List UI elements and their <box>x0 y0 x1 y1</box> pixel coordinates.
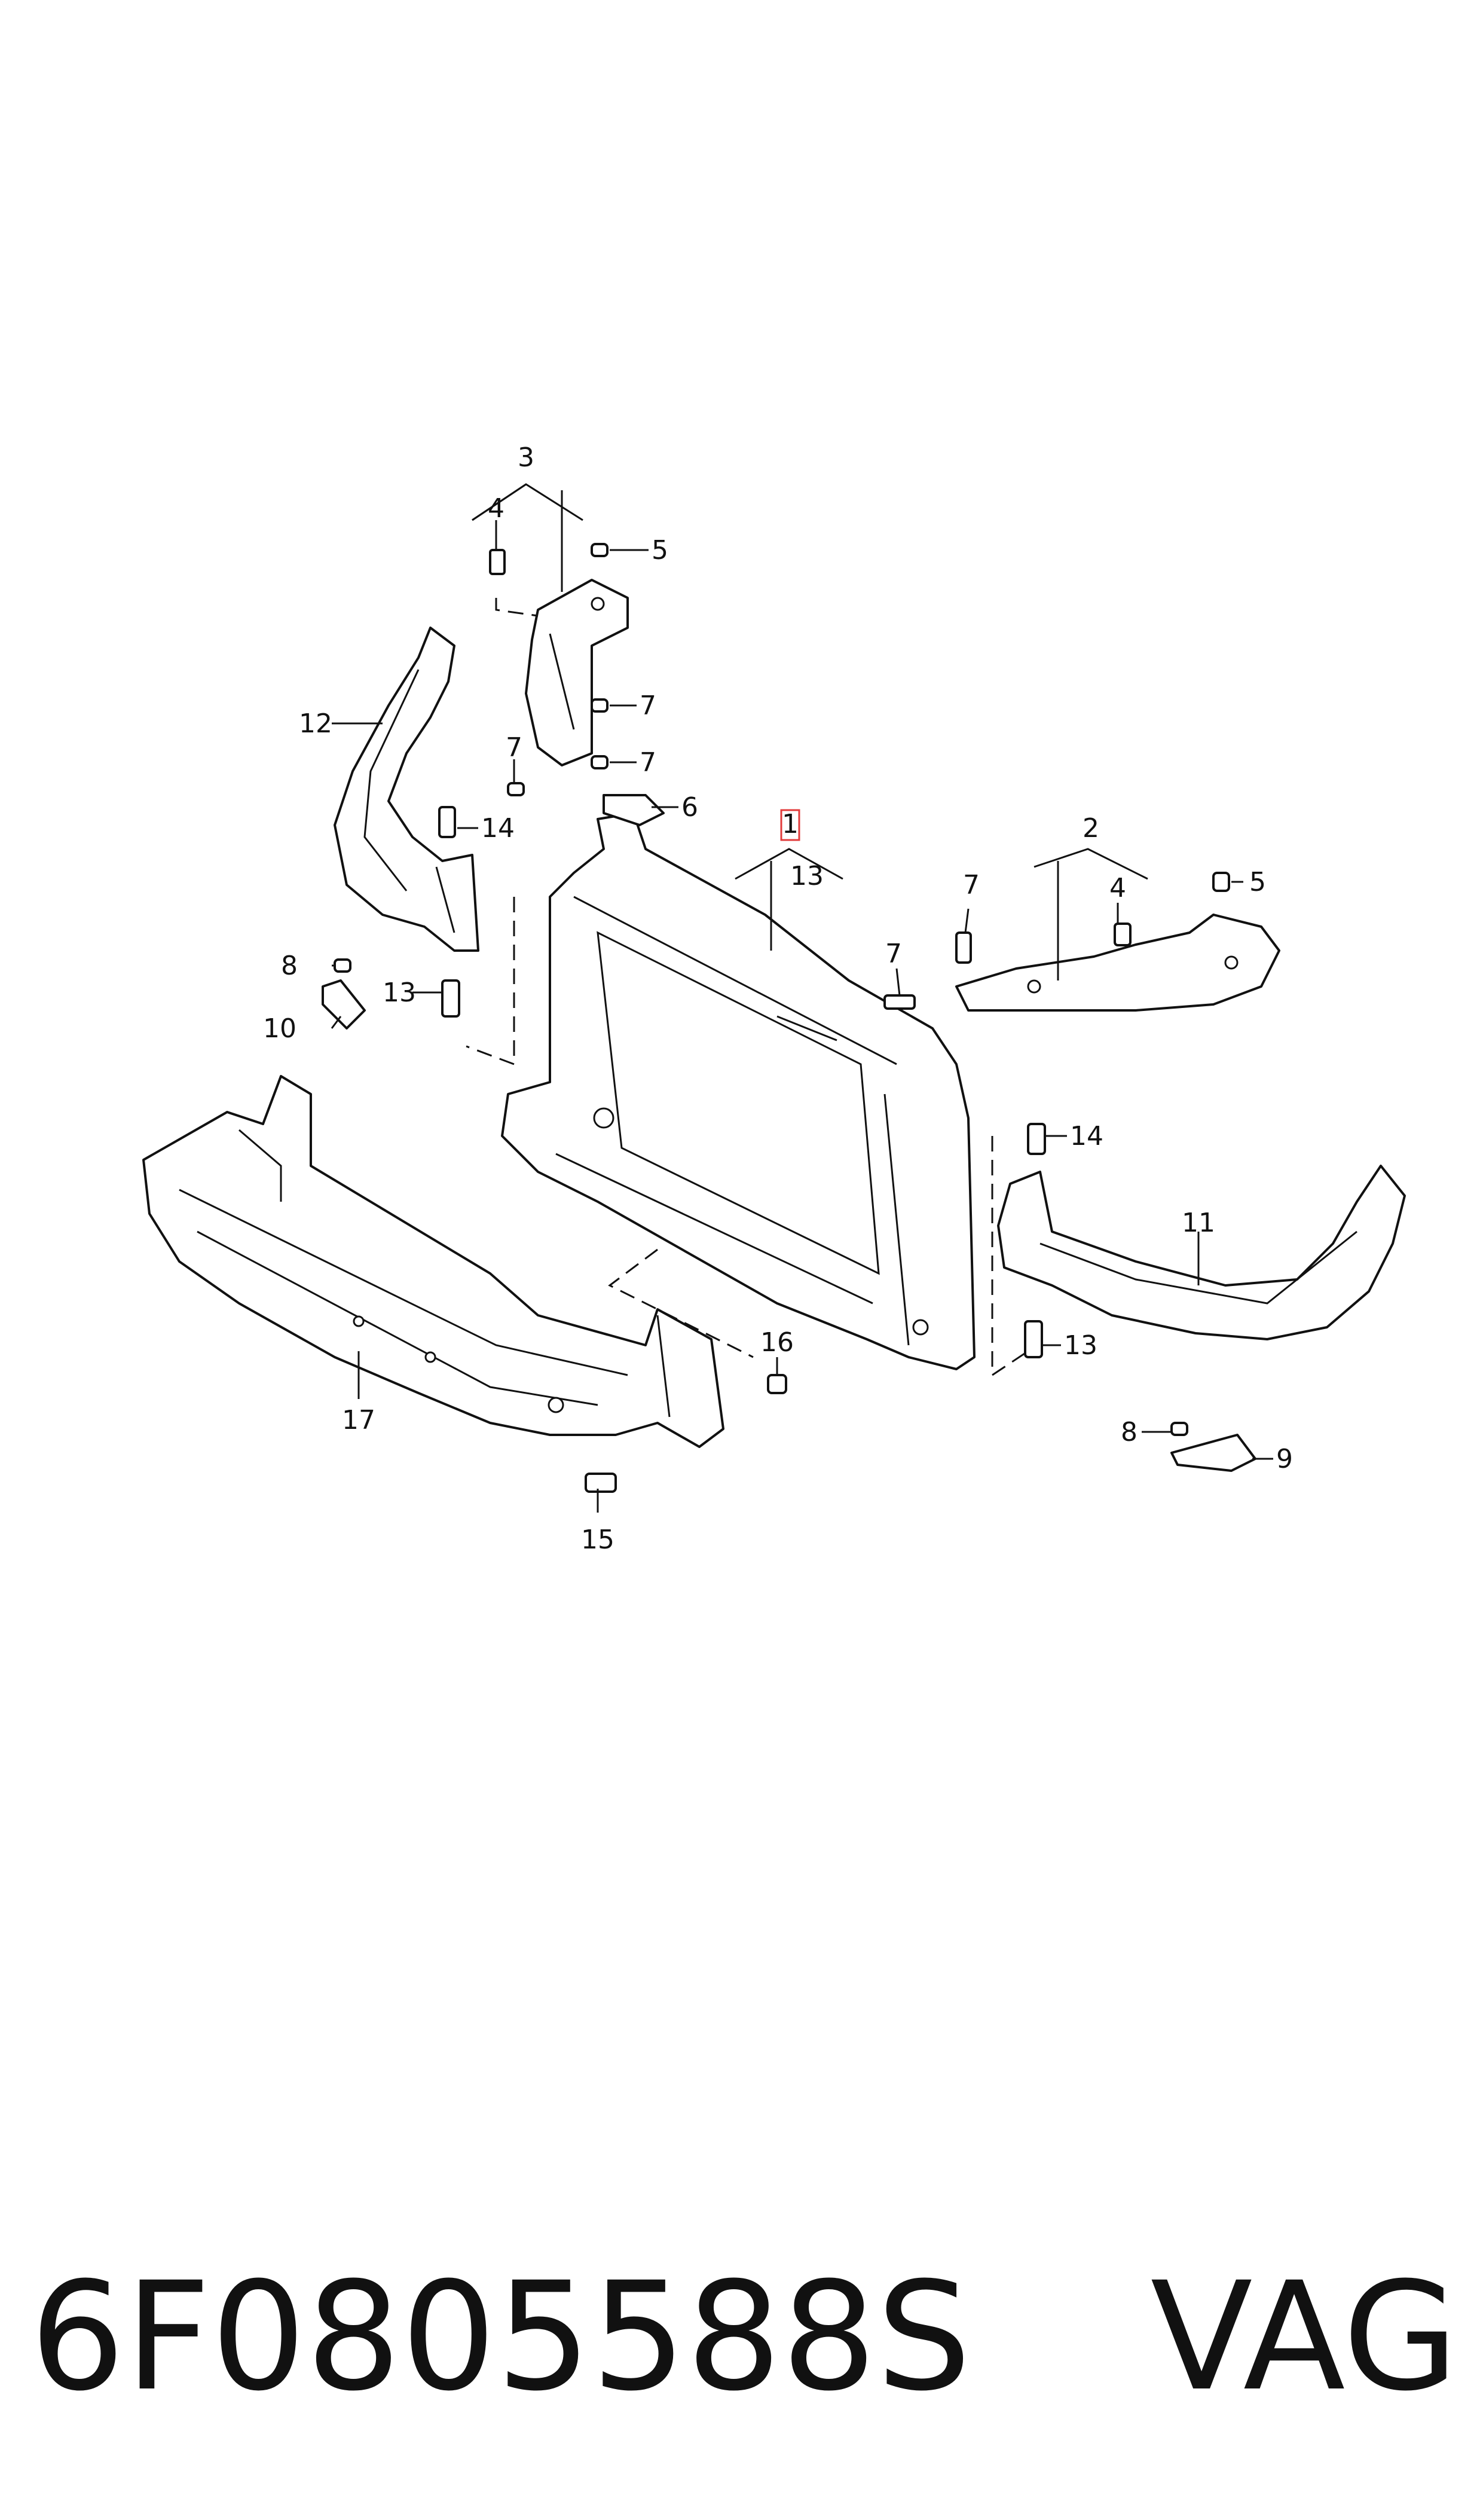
callout-7-a: 7 <box>640 691 656 721</box>
part-7-clip-e <box>883 994 916 1010</box>
callout-6: 6 <box>681 792 698 823</box>
callout-7-c: 7 <box>506 732 522 763</box>
callout-4-left: 4 <box>488 493 504 524</box>
callout-5-left: 5 <box>652 535 668 566</box>
part-15-bolt <box>585 1473 617 1493</box>
leader-lines <box>331 483 1273 1513</box>
callout-11: 11 <box>1182 1208 1215 1238</box>
part-14-bolt-right <box>1027 1123 1046 1155</box>
callout-12: 12 <box>299 708 332 739</box>
callout-8-right: 8 <box>1121 1417 1138 1447</box>
part-13-bolt-right <box>1024 1320 1043 1358</box>
brand-label: VAG <box>1151 2250 1458 2424</box>
callout-7-e: 7 <box>885 939 902 969</box>
part-16-screw <box>767 1374 787 1394</box>
fasteners <box>334 543 1230 1493</box>
part-12-left-carrier <box>334 627 479 952</box>
callout-13-center: 13 <box>790 861 824 891</box>
callout-14-left: 14 <box>481 813 515 844</box>
callout-14-right: 14 <box>1070 1121 1103 1151</box>
part-6-bracket <box>603 794 665 826</box>
callout-2: 2 <box>1083 813 1099 844</box>
part-9-bracket <box>1170 1434 1256 1472</box>
callout-1: 1 <box>782 809 799 839</box>
part-5-clip-right <box>1212 872 1230 892</box>
part-8-clip-left <box>334 958 351 973</box>
part-4-nut-left <box>489 549 506 575</box>
part-7-clip-d <box>955 931 972 964</box>
part-7-clip-b <box>591 755 609 769</box>
callout-13-right: 13 <box>1064 1330 1097 1361</box>
part-14-bolt-left <box>438 806 456 838</box>
part-2-upper-right-bracket <box>955 914 1280 1012</box>
callout-16: 16 <box>760 1327 794 1358</box>
callout-5-right: 5 <box>1249 867 1266 897</box>
part-8-clip-right <box>1170 1422 1188 1436</box>
part-5-clip-left <box>591 543 609 557</box>
part-3-upper-bracket <box>525 579 629 766</box>
part-7-clip-a <box>591 698 609 713</box>
callout-8-left: 8 <box>281 951 298 981</box>
part-11-right-carrier <box>997 1165 1406 1340</box>
part-13-bolt-left <box>441 979 460 1018</box>
part-10-bracket <box>322 979 366 1030</box>
callout-9: 9 <box>1276 1444 1293 1474</box>
assembly-lines <box>466 598 1029 1377</box>
part-number: 6F0805588S <box>30 2250 971 2424</box>
callout-labels: 3 4 5 7 7 7 6 14 12 13 8 10 1 13 2 4 7 7… <box>263 442 1293 1555</box>
part-1-front-panel <box>501 812 976 1370</box>
callout-7-b: 7 <box>640 747 656 778</box>
callout-13-left: 13 <box>383 978 416 1008</box>
callout-17: 17 <box>342 1405 375 1435</box>
part-17-bumper-beam <box>142 1075 724 1448</box>
callout-1-highlight-box <box>780 809 800 841</box>
callout-15: 15 <box>581 1525 614 1555</box>
part-7-clip-c <box>507 782 525 796</box>
part-4-nut-right <box>1114 923 1132 946</box>
callout-3: 3 <box>518 442 534 473</box>
callout-10: 10 <box>263 1013 296 1044</box>
callout-4-right: 4 <box>1109 873 1126 903</box>
callout-7-d: 7 <box>963 870 980 900</box>
